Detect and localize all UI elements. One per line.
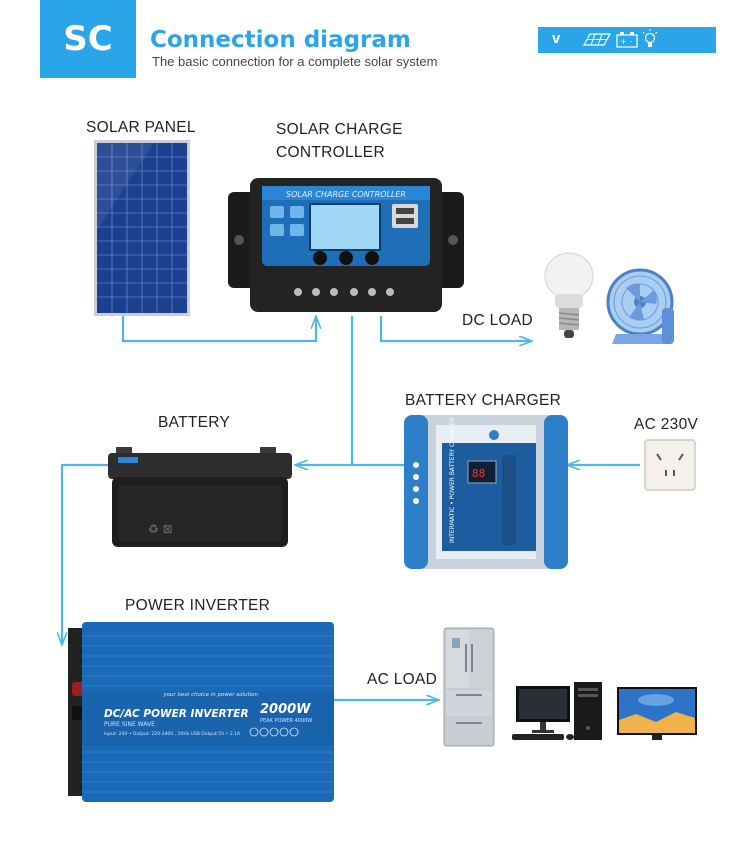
section-badge: SC <box>40 0 136 78</box>
label-power-inverter: POWER INVERTER <box>125 597 271 614</box>
inverter-power: 2000W <box>260 702 311 717</box>
charge-controller-image: SOLAR CHARGE CONTROLLER <box>228 178 464 312</box>
inverter-spec: Input: 24V • Output: 220-240V , 50Hz USB… <box>104 731 241 737</box>
page-subtitle: The basic connection for a complete sola… <box>152 54 438 69</box>
label-ac-230v: AC 230V <box>634 416 699 433</box>
inverter-name: DC/AC POWER INVERTER <box>104 708 249 720</box>
desktop-computer-image <box>512 682 602 740</box>
wire-panel-to-controller <box>121 316 316 343</box>
label-solar-panel: SOLAR PANEL <box>86 119 196 136</box>
header-icon-bar: v + - <box>538 27 716 53</box>
wall-outlet-image <box>644 439 696 491</box>
bar-letter: v <box>552 30 561 47</box>
label-dc-load: DC LOAD <box>462 312 534 329</box>
wire-battery-to-inverter <box>62 463 120 644</box>
svg-text:88: 88 <box>472 467 485 480</box>
wire-controller-to-battery <box>296 316 354 465</box>
battery-image: ♻ ⊠ <box>108 447 292 547</box>
inverter-wave: PURE SINE WAVE <box>104 721 155 728</box>
label-controller-line1: SOLAR CHARGE <box>276 121 403 138</box>
solar-panel-image <box>94 140 190 316</box>
light-bulb-image <box>544 252 594 338</box>
charger-brand-text: INTERMATIC • POWER BATTERY CHARGER <box>449 417 456 543</box>
label-battery-charger: BATTERY CHARGER <box>405 392 562 409</box>
inverter-peak: PEAK POWER 4000W <box>260 718 312 724</box>
solar-panel-icon <box>582 33 612 46</box>
label-controller-line2: CONTROLLER <box>276 144 385 161</box>
page-title: Connection diagram <box>150 27 411 53</box>
power-inverter-image: your best choice in power solution DC/AC… <box>68 622 334 802</box>
battery-icon: + - <box>616 32 638 48</box>
television-image <box>617 687 697 740</box>
svg-text:+ -: + - <box>620 37 632 46</box>
wire-controller-to-dc-load <box>379 316 531 341</box>
svg-text:♻ ⊠: ♻ ⊠ <box>148 522 173 536</box>
label-ac-load: AC LOAD <box>367 671 438 688</box>
label-battery: BATTERY <box>158 414 231 431</box>
inverter-tagline: your best choice in power solution <box>162 692 258 698</box>
light-bulb-icon <box>642 29 658 47</box>
refrigerator-image <box>443 627 495 747</box>
battery-charger-image: 88 INTERMATIC • POWER BATTERY CHARGER <box>404 415 568 569</box>
desk-fan-image <box>606 268 674 344</box>
controller-panel-text: SOLAR CHARGE CONTROLLER <box>286 190 406 199</box>
